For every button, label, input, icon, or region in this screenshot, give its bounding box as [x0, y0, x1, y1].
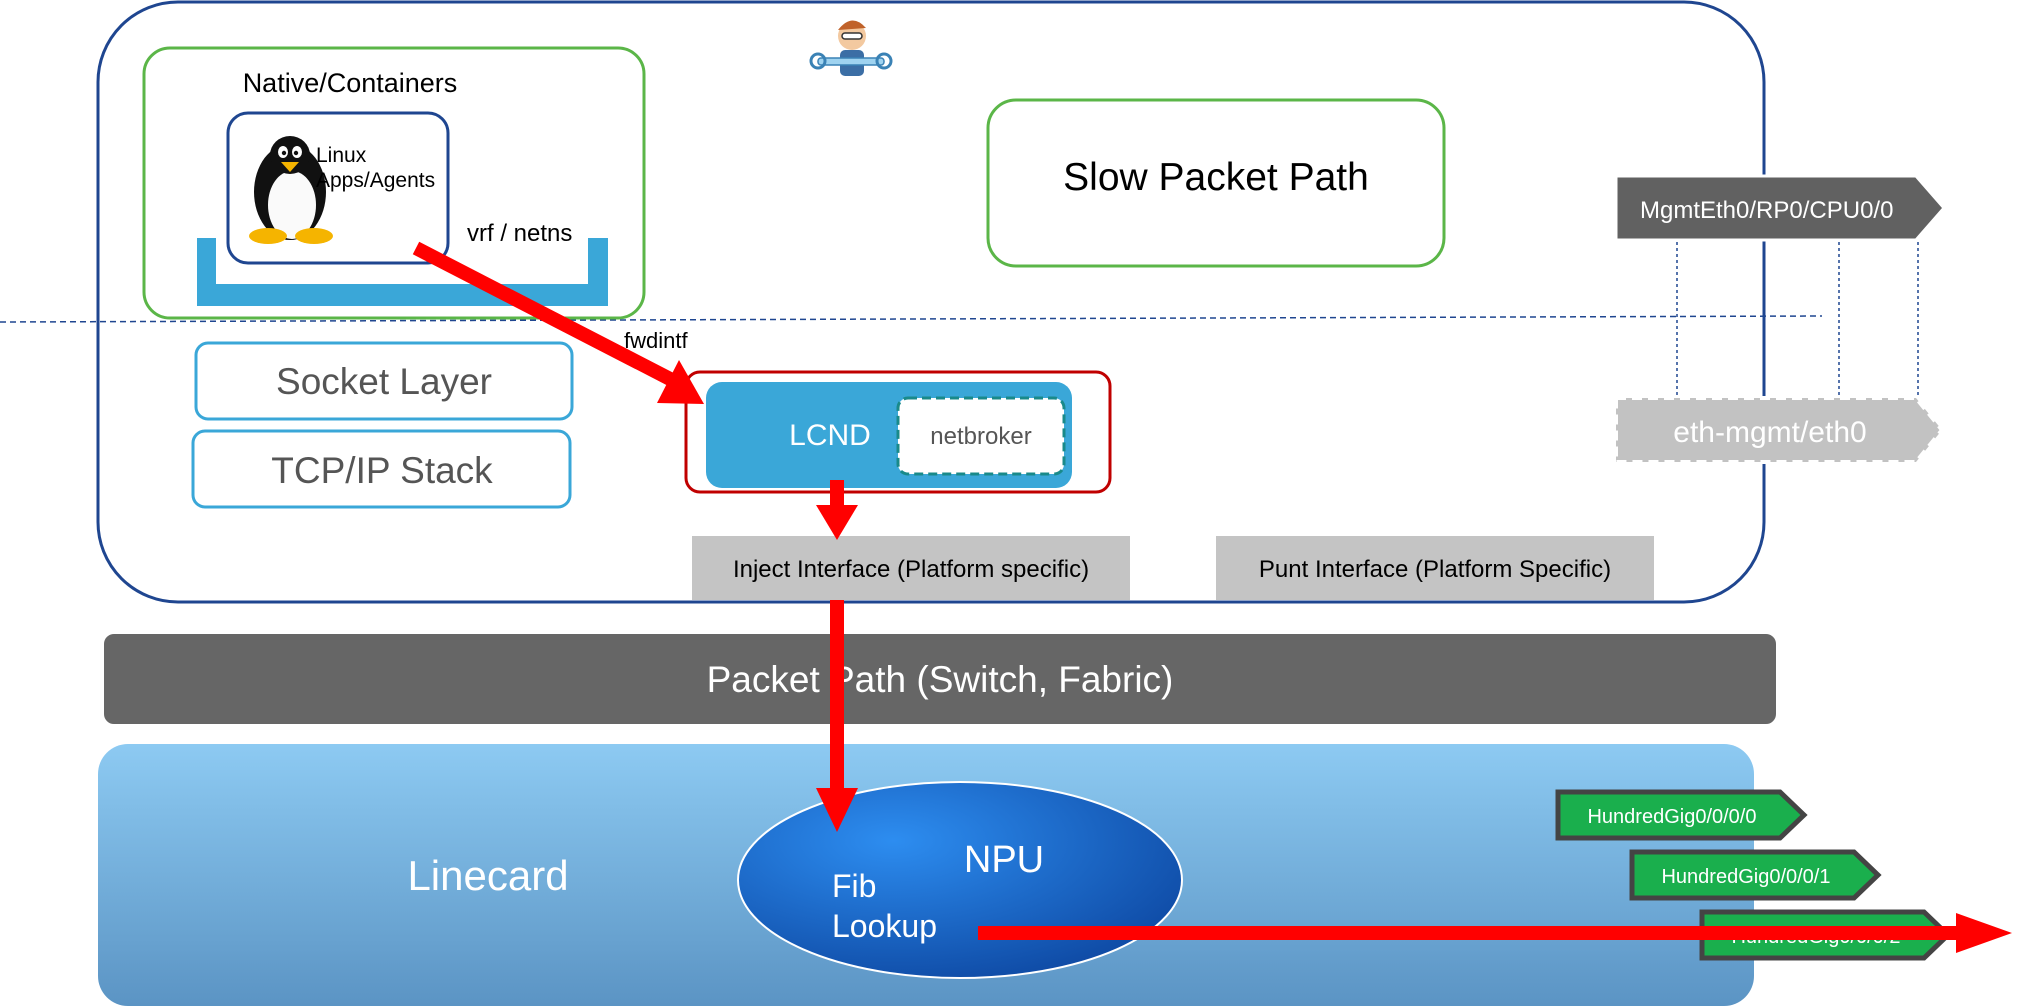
lookup-label: Lookup — [832, 908, 937, 944]
packet-path-label: Packet Path (Switch, Fabric) — [707, 659, 1174, 700]
punt-interface-box — [1216, 536, 1654, 600]
native-containers-title: Native/Containers — [243, 68, 458, 98]
tcpip-stack-label: TCP/IP Stack — [271, 450, 493, 491]
apps-agents-label: Apps/Agents — [316, 169, 435, 192]
flow-arrowhead-lcnd — [657, 360, 704, 404]
fib-label: Fib — [832, 868, 876, 904]
vrf-netns-label: vrf / netns — [467, 220, 572, 247]
linux-label: Linux — [316, 144, 367, 167]
port-label: HundredGig0/0/0/1 — [1661, 866, 1830, 888]
port-label: HundredGig0/0/0/0 — [1587, 806, 1756, 828]
port-hundredgig-0: HundredGig0/0/0/0 — [1555, 789, 1808, 841]
tcpip-stack-box — [191, 429, 572, 509]
netbroker-label: netbroker — [930, 423, 1031, 450]
packet-flow-arrows — [412, 241, 2012, 953]
socket-layer-label: Socket Layer — [276, 361, 492, 402]
lcnd-label: LCND — [789, 419, 871, 452]
packet-path-bar — [100, 630, 1780, 728]
flow-arrow-lcnd-to-inject — [830, 480, 844, 510]
npu-label: NPU — [964, 839, 1044, 881]
fwdintf-label: fwdintf — [624, 328, 688, 353]
npu-chip — [737, 781, 1183, 979]
flow-arrow-npu-to-port — [978, 926, 1958, 940]
flow-arrow-linux-to-lcnd — [412, 241, 676, 387]
slow-packet-path-label: Slow Packet Path — [1063, 156, 1369, 199]
port-hundredgig-1: HundredGig0/0/0/1 — [1629, 849, 1882, 901]
mgmt-eth-label: MgmtEth0/RP0/CPU0/0 — [1640, 197, 1893, 224]
socket-layer-box — [194, 341, 574, 421]
linecard-label: Linecard — [407, 852, 568, 899]
inject-interface-box — [692, 536, 1130, 600]
eth-mgmt-label: eth-mgmt/eth0 — [1673, 416, 1866, 449]
flow-arrowhead-npu — [816, 788, 858, 832]
punt-interface-label: Punt Interface (Platform Specific) — [1259, 556, 1611, 583]
mechanic-mascot-icon — [809, 20, 893, 76]
netbroker-box — [896, 396, 1066, 476]
kernel-separator-line — [0, 315, 1823, 323]
flow-arrowhead-port — [1956, 913, 2012, 953]
flow-arrow-inject-to-npu — [830, 600, 844, 790]
flow-arrowhead-inject — [816, 505, 858, 540]
penguin-icon — [249, 136, 333, 244]
mgmt-connector-lines — [1676, 242, 1919, 398]
slow-packet-path-box — [986, 98, 1446, 268]
eth-mgmt-port: eth-mgmt/eth0 — [1614, 396, 1945, 464]
mgmt-eth-port: MgmtEth0/RP0/CPU0/0 — [1614, 174, 1946, 242]
inject-interface-label: Inject Interface (Platform specific) — [733, 556, 1089, 583]
